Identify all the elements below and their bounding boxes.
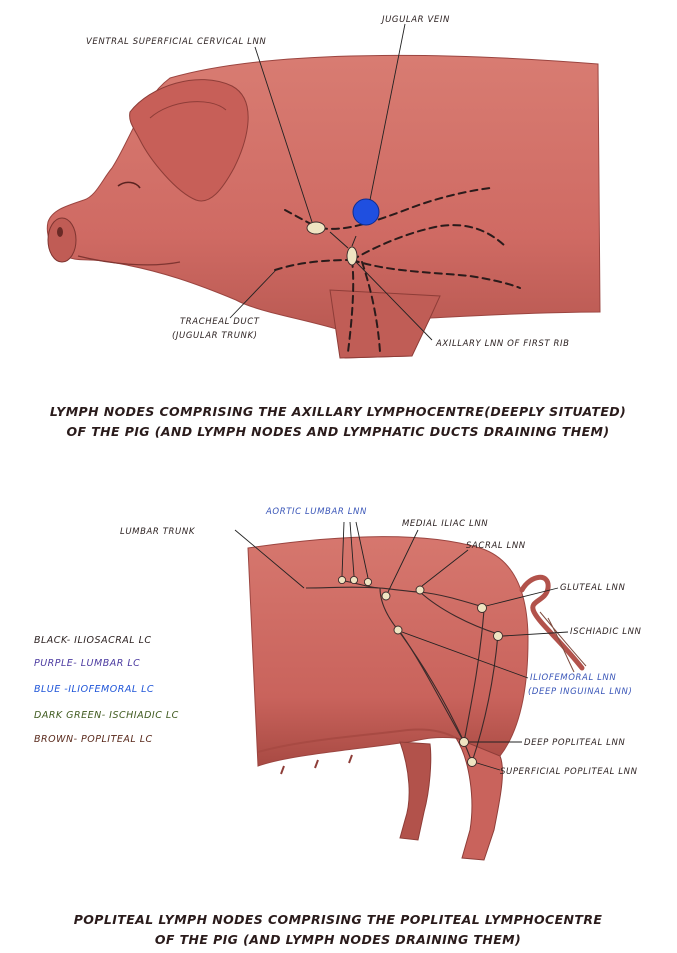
bottom-caption-line1: POPLITEAL LYMPH NODES COMPRISING THE POP… — [74, 912, 603, 927]
legend-item-brown: BROWN- POPLITEAL LC — [34, 734, 153, 745]
bottom-pig-drawing: LUMBAR TRUNK AORTIC LUMBAR LNN MEDIAL IL… — [34, 507, 642, 947]
ischiadic-node — [494, 632, 503, 641]
label-axillary-lnn: AXILLARY LNN OF FIRST RIB — [435, 339, 570, 349]
top-caption-line2: OF THE PIG (AND LYMPH NODES AND LYMPHATI… — [67, 424, 610, 439]
label-superficial-popliteal: SUPERFICIAL POPLITEAL LNN — [500, 767, 638, 777]
superficial-popliteal-node — [468, 758, 477, 767]
label-ventral-superficial-cervical: VENTRAL SUPERFICIAL CERVICAL LNN — [86, 37, 266, 47]
bottom-caption-line2: OF THE PIG (AND LYMPH NODES DRAINING THE… — [155, 932, 521, 947]
label-deep-inguinal: (DEEP INGUINAL LNN) — [528, 687, 632, 697]
pig-near-hindleg — [456, 738, 502, 860]
medial-iliac-node — [382, 592, 390, 600]
color-legend: BLACK- ILIOSACRAL LC PURPLE- LUMBAR LC B… — [34, 635, 179, 745]
aortic-lumbar-node-2 — [350, 576, 357, 583]
aortic-lumbar-node-1 — [338, 576, 345, 583]
legend-item-blue: BLUE -ILIOFEMORAL LC — [34, 684, 154, 695]
axillary-node-first-rib — [347, 247, 357, 265]
label-tracheal-duct: TRACHEAL DUCT — [180, 317, 260, 327]
jugular-vein-marker — [353, 199, 379, 225]
pig-snout — [48, 218, 76, 262]
sacral-node — [416, 586, 424, 594]
legend-item-purple: PURPLE- LUMBAR LC — [34, 658, 140, 669]
aortic-lumbar-node-3 — [364, 578, 371, 585]
legend-item-dark-green: DARK GREEN- ISCHIADIC LC — [34, 710, 179, 721]
label-deep-popliteal: DEEP POPLITEAL LNN — [524, 738, 625, 748]
label-jugular-trunk: (JUGULAR TRUNK) — [172, 331, 258, 341]
pig-foreleg — [330, 290, 440, 358]
label-iliofemoral: ILIOFEMORAL LNN — [530, 673, 616, 683]
label-lumbar-trunk: LUMBAR TRUNK — [120, 527, 196, 537]
label-medial-iliac: MEDIAL ILIAC LNN — [402, 519, 488, 529]
label-ischiadic: ISCHIADIC LNN — [570, 627, 642, 637]
label-gluteal: GLUTEAL LNN — [560, 583, 625, 593]
top-caption-line1: LYMPH NODES COMPRISING THE AXILLARY LYMP… — [50, 404, 626, 419]
deep-popliteal-node — [460, 738, 469, 747]
pig-far-hindleg — [400, 742, 431, 840]
nostril — [57, 227, 63, 237]
label-sacral: SACRAL LNN — [466, 541, 526, 551]
pig-neck-body — [47, 55, 600, 358]
label-aortic-lumbar: AORTIC LUMBAR LNN — [265, 507, 367, 517]
ventral-superficial-cervical-node — [307, 222, 325, 234]
legend-item-black: BLACK- ILIOSACRAL LC — [34, 635, 152, 646]
iliofemoral-node — [394, 626, 402, 634]
gluteal-node — [478, 604, 487, 613]
top-pig-drawing: JUGULAR VEIN VENTRAL SUPERFICIAL CERVICA… — [47, 15, 626, 439]
label-jugular-vein: JUGULAR VEIN — [380, 15, 450, 25]
